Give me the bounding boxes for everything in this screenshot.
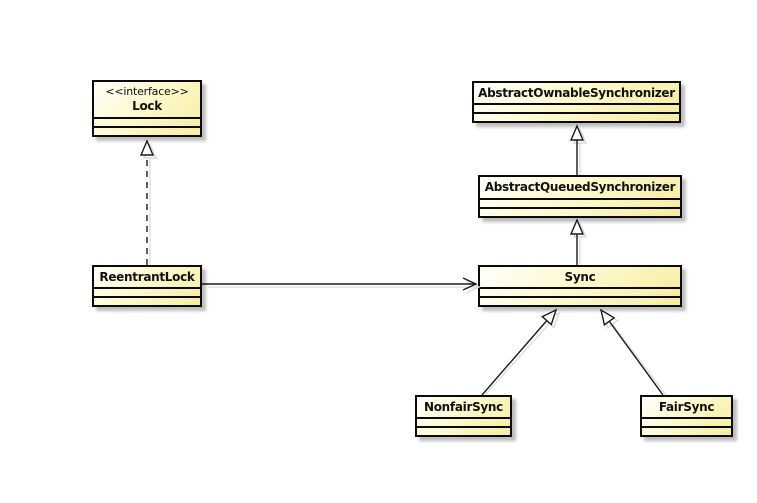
operations-compartment [417,426,510,435]
class-title: <<interface>> Lock [94,82,200,117]
edge-shadows [142,127,667,396]
class-title: FairSync [642,397,731,417]
attributes-compartment [94,287,200,296]
attributes-compartment [94,117,200,126]
operations-compartment [642,426,731,435]
class-title: NonfairSync [417,397,510,417]
class-name: ReentrantLock [99,269,195,284]
attributes-compartment [480,287,680,296]
class-box-abstractqueuedsynchronizer: AbstractQueuedSynchronizer [478,175,682,218]
class-title: AbstractQueuedSynchronizer [480,177,680,198]
class-name: AbstractOwnableSynchronizer [478,85,675,100]
class-name: FairSync [658,399,715,414]
class-name: Sync [564,269,596,284]
operations-compartment [94,296,200,305]
operations-compartment [474,112,679,121]
class-box-abstractownablesynchronizer: AbstractOwnableSynchronizer [472,81,681,123]
class-box-fairsync: FairSync [640,395,733,437]
stereotype-label: <<interface>> [105,85,189,99]
class-box-reentrantlock: ReentrantLock [92,265,202,307]
class-box-nonfairsync: NonfairSync [415,395,512,437]
class-box-sync: Sync [478,265,682,307]
operations-compartment [94,126,200,135]
class-name: AbstractQueuedSynchronizer [484,180,676,194]
operations-compartment [480,296,680,305]
operations-compartment [480,207,680,216]
class-name: Lock [132,98,162,113]
edge-generalization-nonfairsync-sync [481,308,558,396]
class-name: NonfairSync [423,399,503,414]
class-title: AbstractOwnableSynchronizer [474,83,679,103]
attributes-compartment [417,417,510,426]
class-box-lock: <<interface>> Lock [92,80,202,137]
attributes-compartment [474,103,679,112]
class-title: ReentrantLock [94,267,200,287]
attributes-compartment [480,198,680,207]
edge-generalization-fairsync-sync [599,308,664,396]
class-title: Sync [480,267,680,287]
attributes-compartment [642,417,731,426]
